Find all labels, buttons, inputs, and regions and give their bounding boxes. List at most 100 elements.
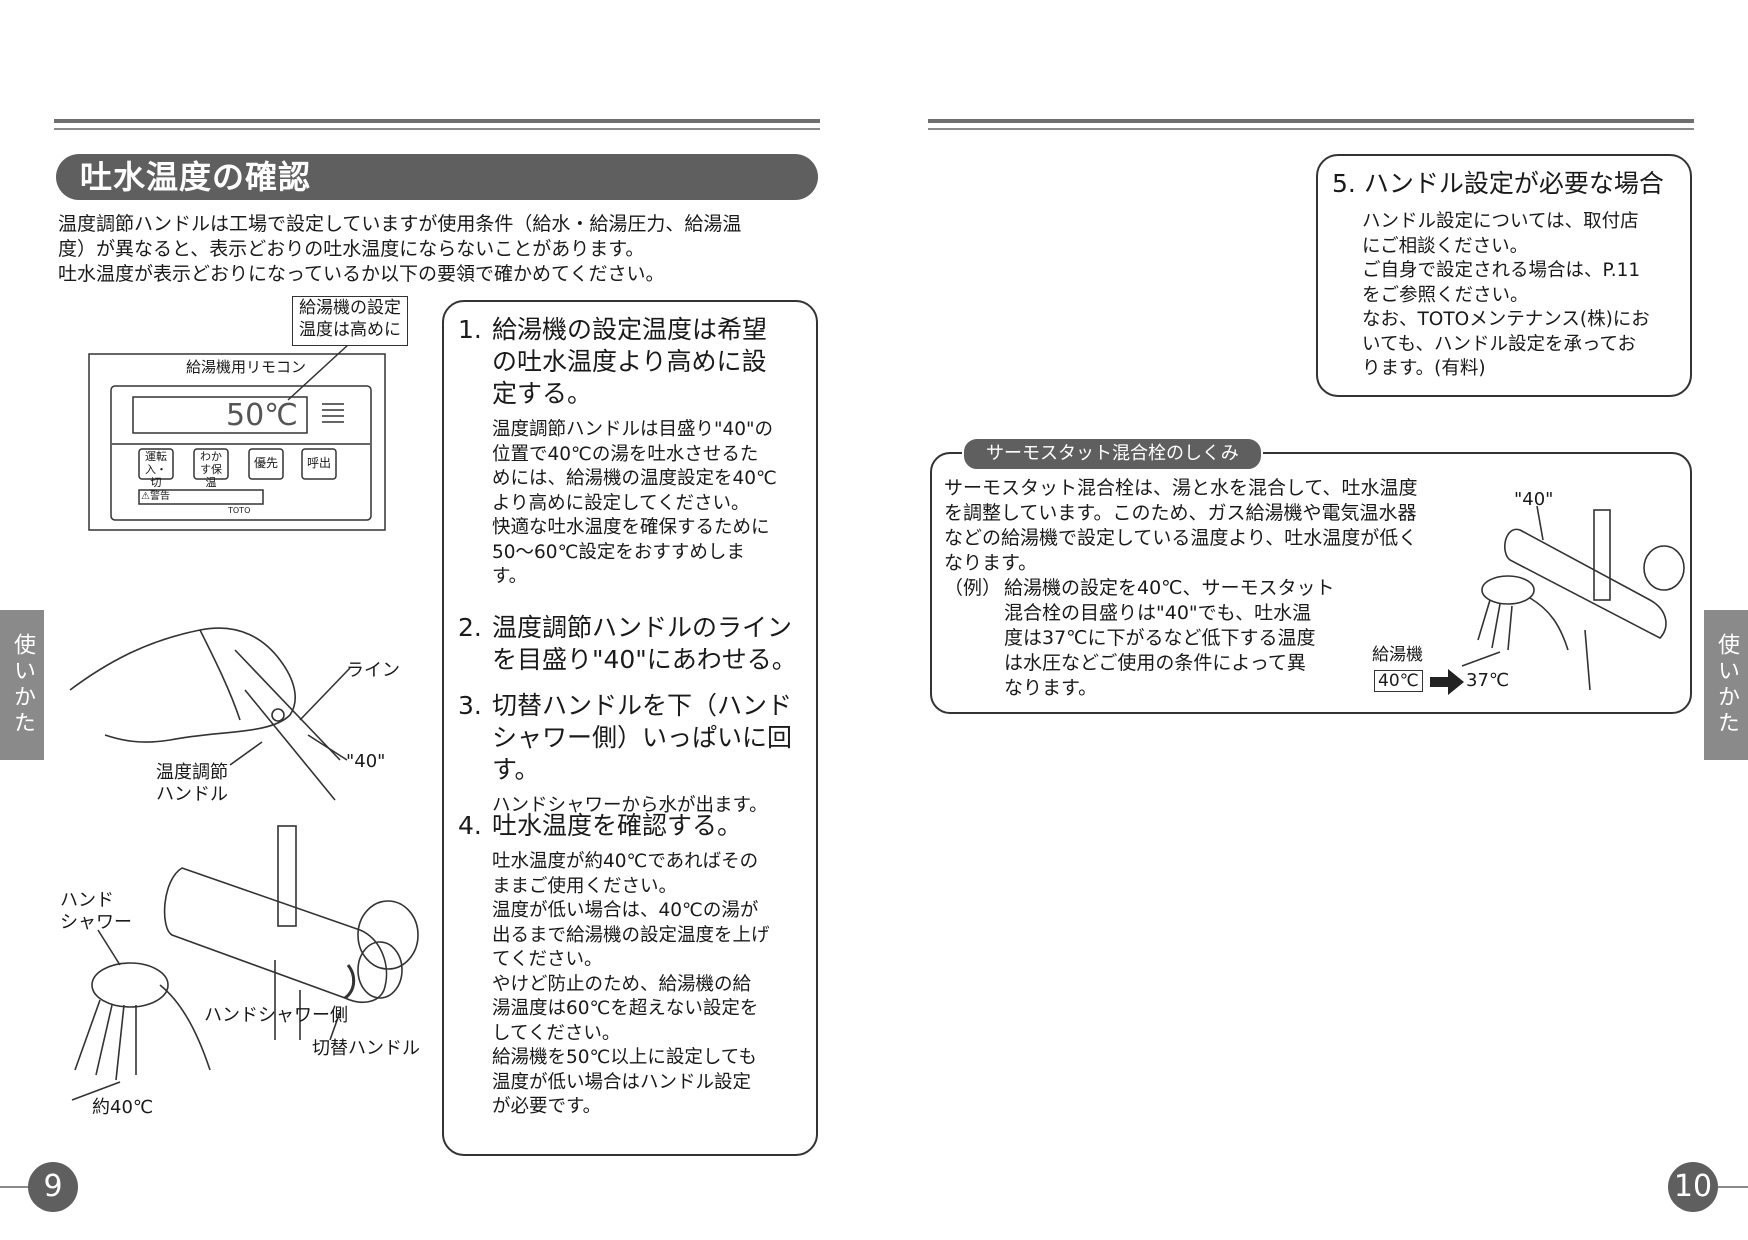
body-line: 給湯機の設定を40℃、サーモスタット [1004,577,1335,599]
remote-button-priority: 優先 [253,456,278,470]
body-line: 快適な吐水温度を確保するために [492,517,770,538]
body-line: をご参照ください。 [1362,284,1529,306]
label-line: ハンドル [156,784,228,805]
intro-line: 吐水温度が表示どおりになっているか以下の要領で確かめてください。 [58,263,665,285]
page-number-right: 10 [1668,1162,1718,1212]
callout-line: 温度は高めに [299,320,401,340]
body-line: やけど防止のため、給湯機の給 [492,973,752,995]
intro-line: 温度調節ハンドルは工場で設定していますが使用条件（給水・給湯圧力、給湯温 [58,213,742,235]
heading-text: ハンドル設定が必要な場合 [1363,169,1664,198]
remote-callout: 給湯機の設定 温度は高めに [292,296,408,346]
step-body: 温度調節ハンドルは目盛り"40"の 位置で40℃の湯を吐水させるた めには、給湯… [492,418,814,590]
line-label: ライン [346,660,400,681]
body-line: 温度が低い場合はハンドル設定 [492,1071,752,1093]
body-line: ご自身で設定される場合は、P.11 [1362,260,1641,281]
step-heading: 温度調節ハンドルのライン を目盛り"40"にあわせる。 [492,612,797,676]
step-5-box: 5. ハンドル設定が必要な場合 ハンドル設定については、取付店 にご相談ください… [1316,154,1692,397]
heading-line: 温度調節ハンドルのライン [492,613,793,642]
result-temp: 37℃ [1466,670,1510,691]
step-5-body: ハンドル設定については、取付店 にご相談ください。 ご自身で設定される場合は、P… [1362,210,1682,382]
body-line: が必要です。 [492,1096,602,1117]
footer-rule-right [1718,1186,1748,1188]
step-4: 4. 吐水温度を確認する。 吐水温度が約40℃であればその ままご使用ください。… [458,810,814,1120]
thermo-text: サーモスタット混合栓は、湯と水を混合して、吐水温度 を調整しています。このため、… [944,476,1464,576]
header-rule-right-thin [928,128,1694,130]
callout-line: 給湯機の設定 [299,298,401,318]
body-line: す。 [492,566,528,587]
remote-button-power: 運転入・切 [145,450,167,489]
faucet-illustration [71,825,419,1101]
heading-line: の吐水温度より高めに設 [492,347,767,376]
body-line: ハンドシャワーから水が出ます。 [492,795,768,816]
thermo-mark40-label: "40" [1514,489,1554,510]
body-line: サーモスタット混合栓は、湯と水を混合して、吐水温度 [944,477,1418,499]
example-label: （例） [944,577,1002,599]
step-heading: 切替ハンドルを下（ハンド シャワー側）いっぱいに回す。 [492,690,814,786]
intro-text: 温度調節ハンドルは工場で設定していますが使用条件（給水・給湯圧力、給湯温 度）が… [58,212,818,287]
step-heading: 給湯機の設定温度は希望 の吐水温度より高めに設 定する。 [492,314,767,410]
body-line: 出るまで給湯機の設定温度を上げ [492,924,770,946]
label-line: ハンド [60,890,114,911]
hand-shower-side-label: ハンドシャワー側 [204,1005,348,1026]
header-rule-left-thin [54,128,820,130]
body-line: なお、TOTOメンテナンス(株)にお [1362,309,1650,330]
mark40-label: "40" [346,751,386,772]
body-line: なります。 [1004,677,1098,699]
step-body: 吐水温度が約40℃であればその ままご使用ください。 温度が低い場合は、40℃の… [492,850,814,1120]
remote-warning: ⚠警告 [141,491,170,502]
header-rule-right [928,119,1694,123]
thermo-example: （例） 給湯機の設定を40℃、サーモスタット 混合栓の目盛りは"40"でも、吐水… [944,576,1354,701]
heading-line: 定する。 [492,379,593,408]
body-line: なります。 [944,552,1038,574]
step-3: 3. 切替ハンドルを下（ハンド シャワー側）いっぱいに回す。 ハンドシャワーから… [458,690,814,819]
label-line: 温度調節 [156,762,228,783]
heater-temp: 40℃ [1374,670,1423,692]
switch-handle-label: 切替ハンドル [312,1038,420,1059]
body-line: ります。(有料) [1362,358,1486,379]
body-line: は水圧などご使用の条件によって異 [1004,652,1306,674]
body-line: より高めに設定してください。 [492,492,750,514]
body-line: 給湯機を50℃以上に設定しても [492,1047,757,1068]
body-line: 温度調節ハンドルは目盛り"40"の [492,419,774,440]
page-title: 吐水温度の確認 [56,154,818,200]
side-tab-left: 使いかた [0,610,44,760]
body-line: を調整しています。このため、ガス給湯機や電気温水器 [944,502,1417,524]
thermo-faucet-illustration [1461,505,1685,691]
step-2: 2. 温度調節ハンドルのライン を目盛り"40"にあわせる。 [458,612,814,676]
page-number-left: 9 [28,1162,78,1212]
body-line: 混合栓の目盛りは"40"でも、吐水温 [1004,602,1312,624]
heading-line: シャワー側）いっぱいに回す。 [492,723,793,784]
heater-label: 給湯機 [1372,645,1423,665]
body-line: ままご使用ください。 [492,875,678,897]
body-line: などの給湯機で設定している温度より、吐水温度が低く [944,527,1418,549]
step-number: 1. [458,315,482,344]
remote-label: 給湯機用リモコン [186,358,307,376]
footer-rule-left [0,1186,30,1188]
remote-brand: TOTO [228,506,251,515]
body-line: いても、ハンドル設定を承ってお [1362,333,1636,355]
side-tab-right: 使いかた [1704,610,1748,760]
step-number: 2. [458,613,482,642]
step-number: 4. [458,811,482,840]
heading-line: 給湯機の設定温度は希望 [492,315,768,344]
body-line: 度は37℃に下がるなど低下する温度 [1004,627,1316,649]
approx-temp-label: 約40℃ [92,1097,154,1118]
intro-line: 度）が異なると、表示どおりの吐水温度にならないことがあります。 [58,238,645,260]
thermo-label: サーモスタット混合栓のしくみ [962,437,1263,471]
heading-line: 切替ハンドルを下（ハンド [492,691,793,720]
step-body: ハンドシャワーから水が出ます。 [492,794,814,819]
body-line: めには、給湯機の温度設定を40℃ [492,468,777,489]
step-heading: 吐水温度を確認する。 [492,811,743,840]
step-5-heading: 5. ハンドル設定が必要な場合 [1332,168,1664,200]
header-rule-left [54,119,820,123]
body-line: 温度が低い場合は、40℃の湯が [492,900,759,921]
body-line: にご相談ください。 [1362,235,1529,257]
step-number: 3. [458,691,482,720]
body-line: 50～60℃設定をおすすめしま [492,541,745,563]
body-line: てください。 [492,949,603,970]
arrow-icon [1430,669,1464,695]
body-line: 吐水温度が約40℃であればその [492,851,759,872]
hand-illustration [69,627,351,801]
step-number: 5. [1332,169,1356,198]
